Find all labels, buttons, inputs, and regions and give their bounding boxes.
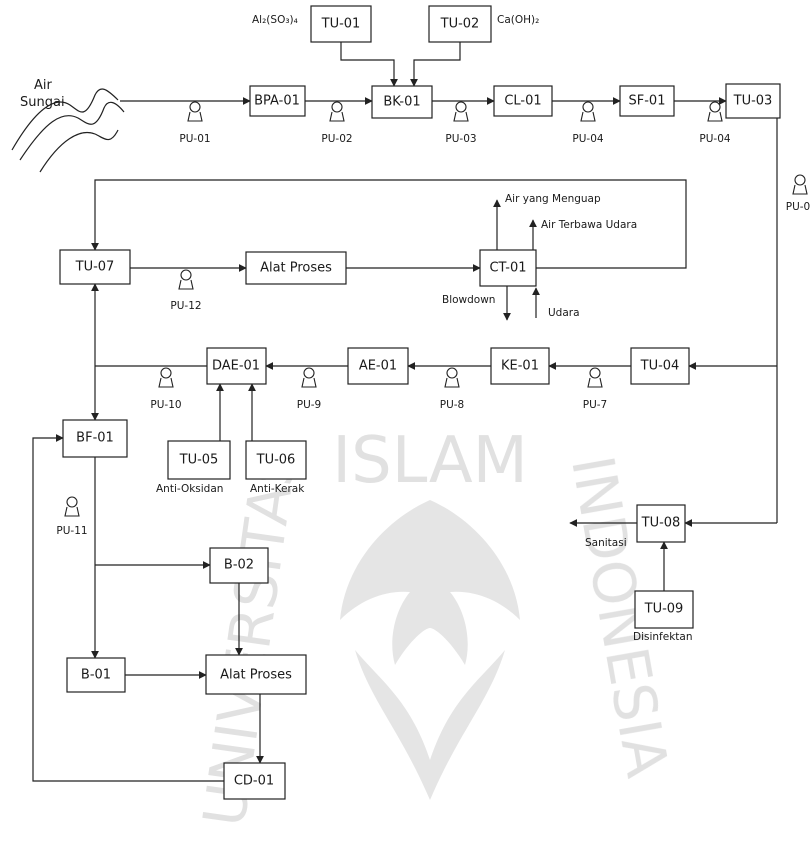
tu04-label: TU-04 [640,359,680,374]
tu03-label: TU-03 [733,94,773,109]
box-dae01[interactable]: DAE-01 [206,347,267,385]
flow-tu01-bk01 [340,42,398,87]
box-tu08[interactable]: TU-08 [636,504,686,543]
box-tu01[interactable]: TU-01 [310,5,372,43]
tu01-label: TU-01 [321,17,361,32]
bf01-label: BF-01 [76,431,114,446]
flow-cd01-return [32,434,224,782]
pump-pu10[interactable]: PU-10 [150,367,182,411]
air-terbawa-label: Air Terbawa Udara [541,219,637,231]
box-tu02[interactable]: TU-02 [428,5,492,43]
box-cd01[interactable]: CD-01 [223,762,286,800]
pump-pu08[interactable]: PU-8 [440,367,465,411]
flow-lines [32,42,778,782]
pu10-label: PU-10 [150,399,181,411]
pu02-label: PU-02 [321,133,352,145]
tu09-label: TU-09 [644,602,684,617]
pu12-label: PU-12 [170,300,201,312]
watermark-top-text: ISLAM [332,424,528,498]
alum-label: Al₂(SO₃)₄ [252,14,298,26]
tu06-label: TU-06 [256,453,296,468]
pu09-label: PU-9 [297,399,322,411]
blowdown-label: Blowdown [442,294,495,306]
box-bf01[interactable]: BF-01 [62,419,128,458]
pu04b-label: PU-04 [699,133,730,145]
pu04a-label: PU-04 [572,133,603,145]
box-tu07[interactable]: TU-07 [59,249,131,285]
pu07-label: PU-7 [583,399,608,411]
pump-icons: PU-01 PU-02 PU-03 PU-04 PU-04 PU-0 PU-12… [56,101,811,537]
tu08-label: TU-08 [641,516,681,531]
flow-ct01-return [91,179,687,269]
caoh-label: Ca(OH)₂ [497,14,539,26]
box-tu04[interactable]: TU-04 [630,347,690,385]
pump-pu07[interactable]: PU-7 [583,367,608,411]
ct01-label: CT-01 [489,261,526,276]
box-ct01[interactable]: CT-01 [479,249,537,287]
box-tu03[interactable]: TU-03 [725,83,781,119]
box-alat-proses-2[interactable]: Alat Proses [205,654,307,695]
box-cl01[interactable]: CL-01 [493,85,553,117]
watermark-emblem [340,500,520,800]
udara-label: Udara [548,307,580,319]
pu03-label: PU-03 [445,133,476,145]
pump-pu04b[interactable]: PU-04 [699,101,731,145]
pump-pu09[interactable]: PU-9 [297,367,322,411]
sanitasi-label: Sanitasi [585,537,627,549]
pump-pu05[interactable]: PU-0 [786,174,811,213]
b01-label: B-01 [81,668,111,683]
box-ae01[interactable]: AE-01 [347,347,409,385]
tu02-label: TU-02 [440,17,480,32]
cd01-label: CD-01 [234,774,274,789]
pu11-label: PU-11 [56,525,87,537]
pu08-label: PU-8 [440,399,465,411]
box-b01[interactable]: B-01 [66,657,126,693]
pump-pu11[interactable]: PU-11 [56,496,88,537]
ae01-label: AE-01 [359,359,397,374]
anti-oksidan-label: Anti-Oksidan [156,483,223,495]
box-tu09[interactable]: TU-09 [634,590,694,629]
box-alat-proses-1[interactable]: Alat Proses [245,251,347,285]
flow-tu02-bk01 [410,42,461,87]
river-label-line1: Air [34,78,53,93]
alat-proses-1-label: Alat Proses [260,261,332,276]
dae01-label: DAE-01 [212,359,260,374]
pump-pu02[interactable]: PU-02 [321,101,353,145]
disinfektan-label: Disinfektan [633,631,693,643]
box-tu05[interactable]: TU-05 [167,440,231,480]
air-menguap-label: Air yang Menguap [505,193,601,205]
bk01-label: BK-01 [383,95,420,110]
sf01-label: SF-01 [629,94,666,109]
alat-proses-2-label: Alat Proses [220,668,292,683]
b02-label: B-02 [224,558,254,573]
box-sf01[interactable]: SF-01 [619,85,675,117]
pump-pu04a[interactable]: PU-04 [572,101,604,145]
box-bpa01[interactable]: BPA-01 [249,85,306,117]
pump-pu01[interactable]: PU-01 [179,101,211,145]
stream-labels: Al₂(SO₃)₄ Ca(OH)₂ Air yang Menguap Air T… [156,14,693,643]
pu01-label: PU-01 [179,133,210,145]
box-bk01[interactable]: BK-01 [371,85,433,119]
box-ke01[interactable]: KE-01 [490,347,550,385]
cl01-label: CL-01 [504,94,541,109]
tu07-label: TU-07 [75,260,115,275]
box-tu06[interactable]: TU-06 [245,440,307,480]
river-label-line2: Sungai [20,95,65,110]
river-source-icon [11,88,125,173]
pump-pu12[interactable]: PU-12 [170,269,202,312]
box-b02[interactable]: B-02 [209,547,269,584]
pump-pu03[interactable]: PU-03 [445,101,477,145]
pu05-label: PU-0 [786,201,811,213]
tu05-label: TU-05 [179,453,219,468]
ke01-label: KE-01 [501,359,539,374]
bpa01-label: BPA-01 [254,94,300,109]
anti-kerak-label: Anti-Kerak [250,483,305,495]
